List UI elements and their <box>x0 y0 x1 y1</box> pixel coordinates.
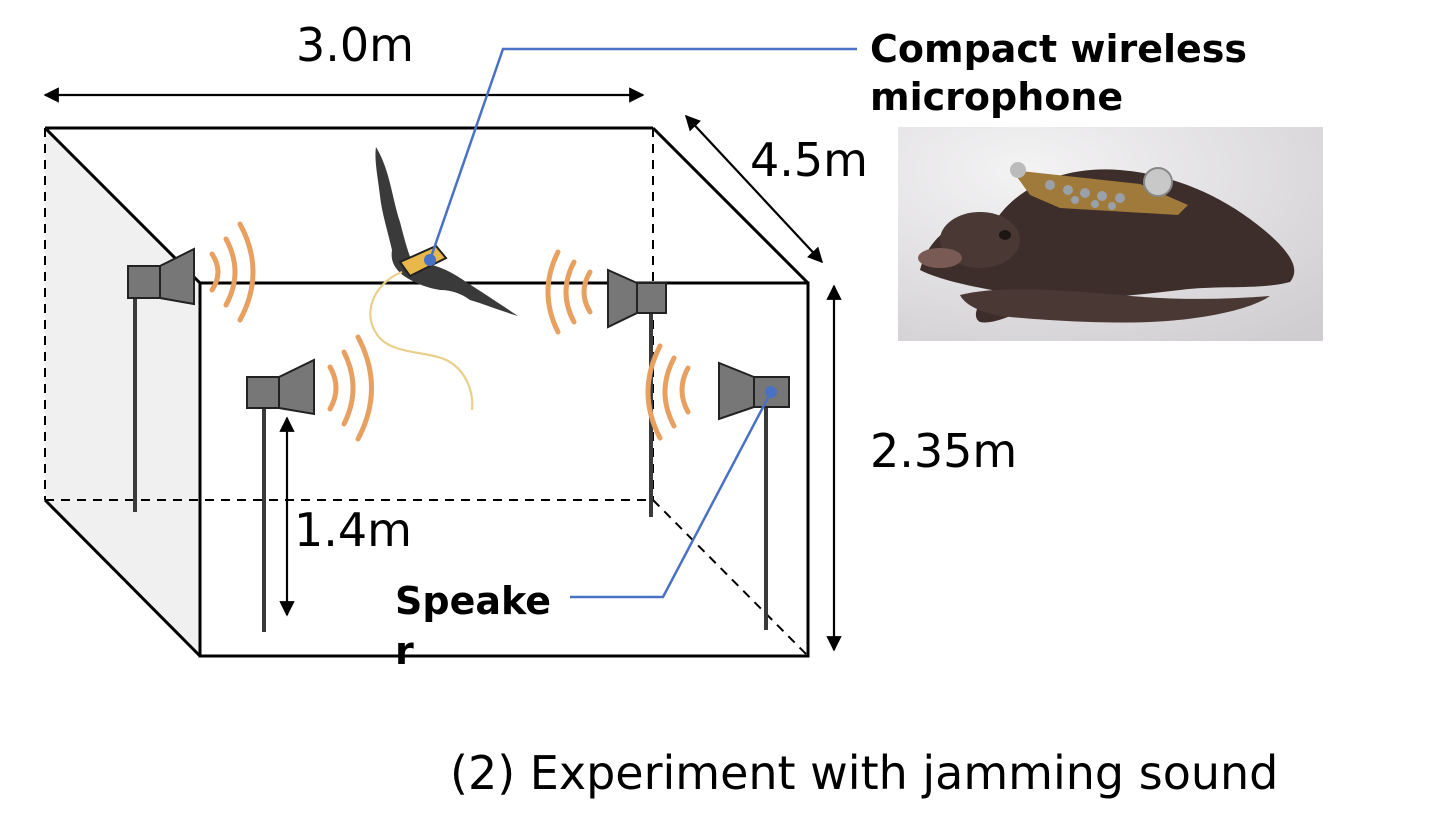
speaker-label-line1: Speake <box>395 579 552 623</box>
leader-lines <box>428 47 857 599</box>
mic-label-line1: Compact wireless <box>870 27 1248 71</box>
mic-point <box>424 254 436 266</box>
mic-leader-line <box>428 47 857 261</box>
speaker-icon <box>607 268 667 329</box>
side-wall <box>45 128 200 656</box>
speaker-point <box>765 386 777 398</box>
mic-label-line2: microphone <box>870 75 1124 119</box>
speaker-icon <box>246 358 315 416</box>
sound-waves <box>209 221 691 442</box>
depth-arrow <box>684 114 824 264</box>
depth-label: 4.5m <box>750 133 868 187</box>
bat-icon <box>369 147 518 411</box>
speaker-leader-line <box>570 391 773 599</box>
height-label: 2.35m <box>870 424 1018 478</box>
speaker-height-label: 1.4m <box>294 503 412 557</box>
speaker-label-line2: r <box>395 632 414 664</box>
bat-photo <box>898 127 1323 341</box>
speaker-icon <box>127 247 195 306</box>
speaker-icon <box>718 361 790 421</box>
dimension-arrows <box>43 87 842 652</box>
width-label: 3.0m <box>296 18 414 72</box>
figure-caption: (2) Experiment with jamming sound <box>450 746 1279 800</box>
